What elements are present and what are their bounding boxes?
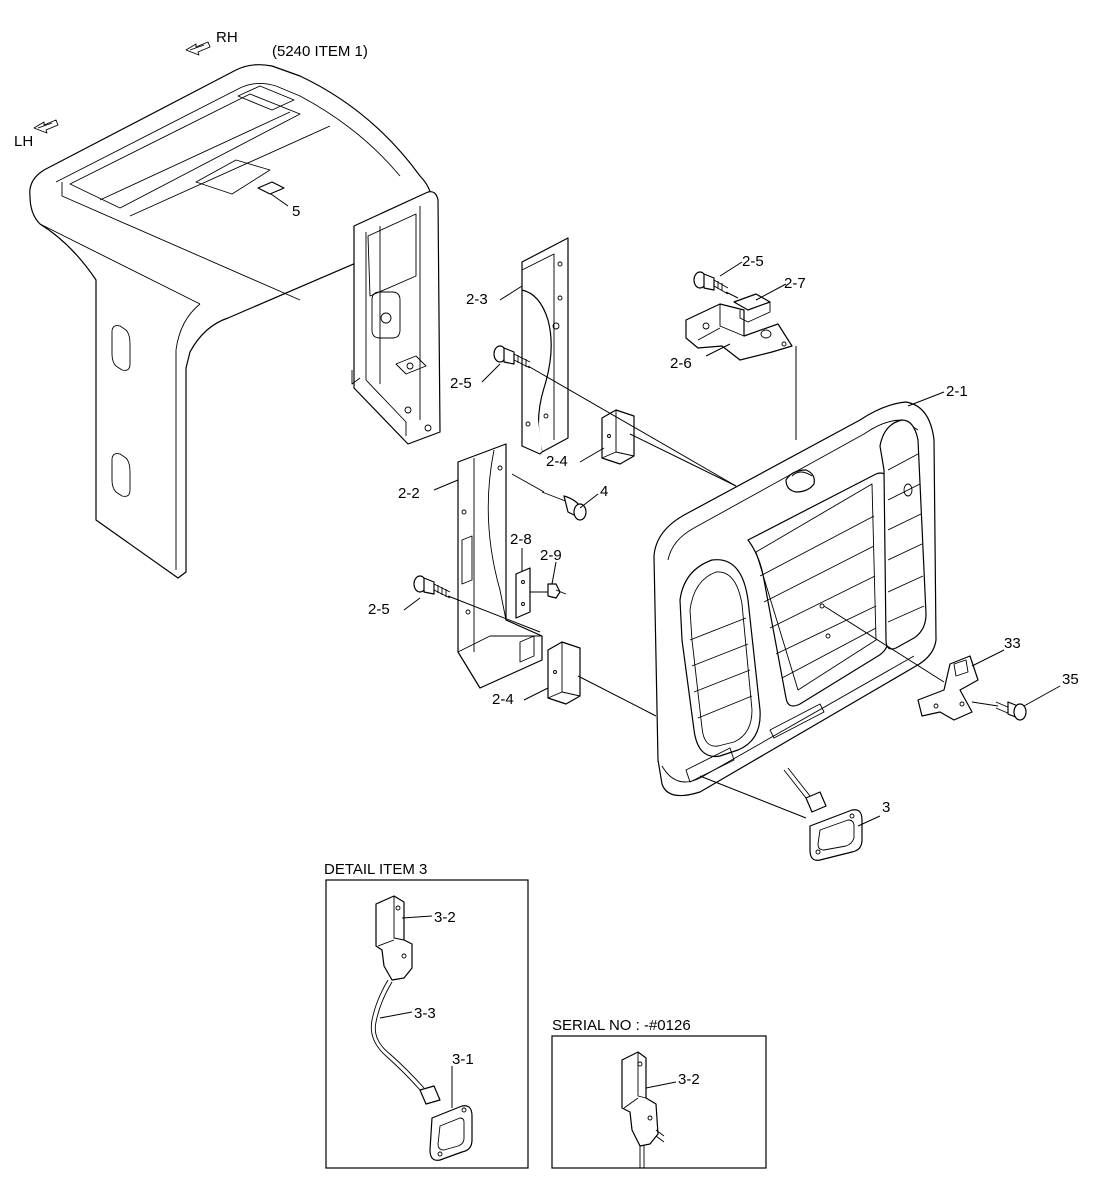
detail-callout-3-2: 3-2 — [434, 909, 456, 926]
detail-item-3-title: DETAIL ITEM 3 — [324, 861, 427, 878]
hinge-plate-2-7 — [733, 293, 771, 323]
bolt-2-9 — [547, 583, 567, 599]
rh-label: RH — [216, 29, 238, 46]
callout-2-3: 2-3 — [466, 291, 488, 308]
bolt-2-5-lower — [413, 575, 451, 599]
callout-2-7: 2-7 — [784, 275, 806, 292]
callout-2-9: 2-9 — [540, 547, 562, 564]
detail-callout-3-1: 3-1 — [452, 1051, 474, 1068]
bolt-35 — [995, 701, 1027, 721]
callout-2-5-lower: 2-5 — [368, 601, 390, 618]
callout-2-4-upper: 2-4 — [546, 453, 568, 470]
callout-2-2: 2-2 — [398, 485, 420, 502]
reference-label: (5240 ITEM 1) — [272, 43, 368, 60]
plate-2-8 — [515, 567, 531, 619]
cab-rear-post — [351, 191, 441, 445]
detail-callout-3-3: 3-3 — [414, 1005, 436, 1022]
callout-3: 3 — [882, 799, 890, 816]
bolt-2-5-upper — [693, 271, 729, 295]
grille-2-1 — [653, 401, 937, 797]
callout-2-5-upper: 2-5 — [742, 253, 764, 270]
callout-35: 35 — [1062, 671, 1079, 688]
bracket-2-2 — [457, 443, 543, 689]
serial-detail — [551, 1035, 767, 1169]
serial-detail-title: SERIAL NO : -#0126 — [552, 1017, 691, 1034]
hinge-bracket-2-6 — [685, 303, 793, 361]
callout-2-8: 2-8 — [510, 531, 532, 548]
detail-item-3 — [325, 879, 529, 1169]
callout-33: 33 — [1004, 635, 1021, 652]
rh-arrow-icon — [185, 41, 211, 56]
callout-2-4-lower: 2-4 — [492, 691, 514, 708]
latch-handle-3 — [783, 767, 863, 861]
bracket-2-4-upper — [601, 409, 635, 465]
callout-2-6: 2-6 — [670, 355, 692, 372]
callout-2-1: 2-1 — [946, 383, 968, 400]
bolt-2-5-middle — [493, 345, 531, 369]
bracket-2-3 — [521, 237, 569, 455]
latch-plate-33 — [917, 655, 979, 721]
bolt-4 — [541, 491, 587, 521]
callout-leaders — [270, 193, 1061, 827]
callout-4: 4 — [600, 483, 608, 500]
serial-callout-3-2: 3-2 — [678, 1071, 700, 1088]
lh-label: LH — [14, 133, 33, 150]
callout-5: 5 — [292, 203, 300, 220]
assembly-lines — [447, 291, 999, 819]
cab-canopy — [29, 64, 435, 579]
bracket-2-4-lower — [547, 641, 581, 705]
callout-2-5-middle: 2-5 — [450, 375, 472, 392]
lh-arrow-icon — [33, 119, 59, 134]
